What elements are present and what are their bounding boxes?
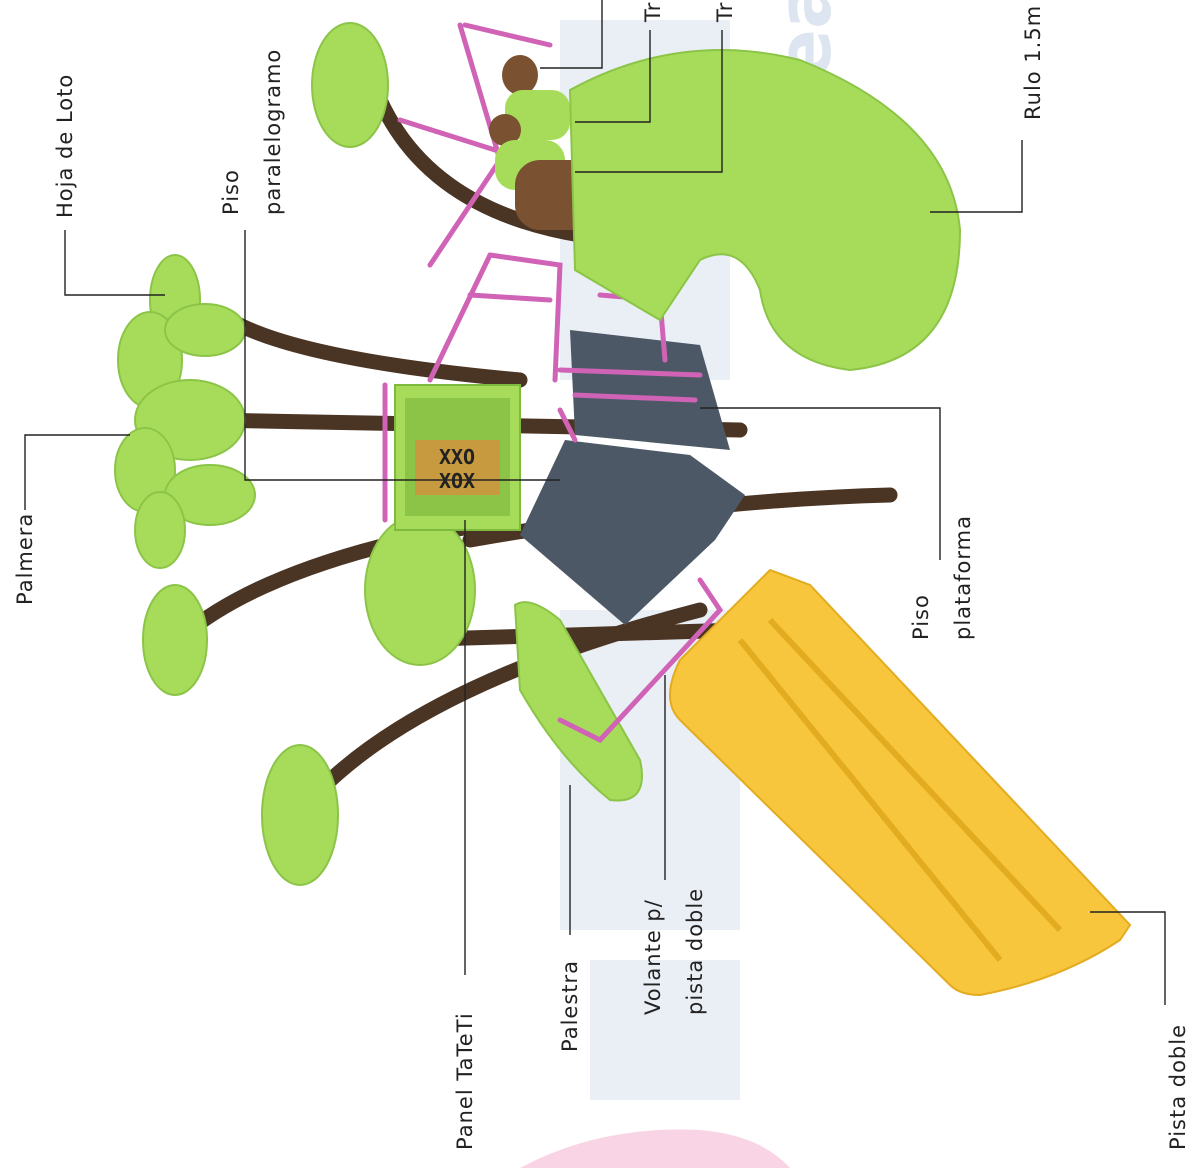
label-palmera: Palmera <box>13 513 37 605</box>
label-piso-paralelogramo-1: Piso <box>219 169 243 215</box>
label-pista-doble: Pista doble <box>1166 1024 1189 1150</box>
label-piso-paralelogramo-2: paralelogramo <box>261 49 285 215</box>
tateti-panel: XXO XOX <box>395 385 520 530</box>
label-rulo: Rulo 1.5m <box>1021 5 1045 120</box>
label-panel-tateti: Panel TaTeTi <box>453 1012 477 1150</box>
label-palestra: Palestra <box>558 960 582 1052</box>
palm-crown <box>115 255 255 568</box>
tateti-row-1: XXO <box>439 445 475 469</box>
logo-fragment <box>520 1129 790 1168</box>
label-volante-2: pista doble <box>683 888 707 1015</box>
label-piso-plataforma-2: plataforma <box>951 515 975 640</box>
label-hoja-de-loto: Hoja de Loto <box>53 74 77 218</box>
label-volante-1: Volante p/ <box>641 899 665 1015</box>
label-tr-b: Tr <box>713 2 737 23</box>
label-tr-a: Tr <box>641 2 665 23</box>
tateti-row-2: XOX <box>439 469 475 493</box>
label-piso-plataforma-1: Piso <box>909 594 933 640</box>
